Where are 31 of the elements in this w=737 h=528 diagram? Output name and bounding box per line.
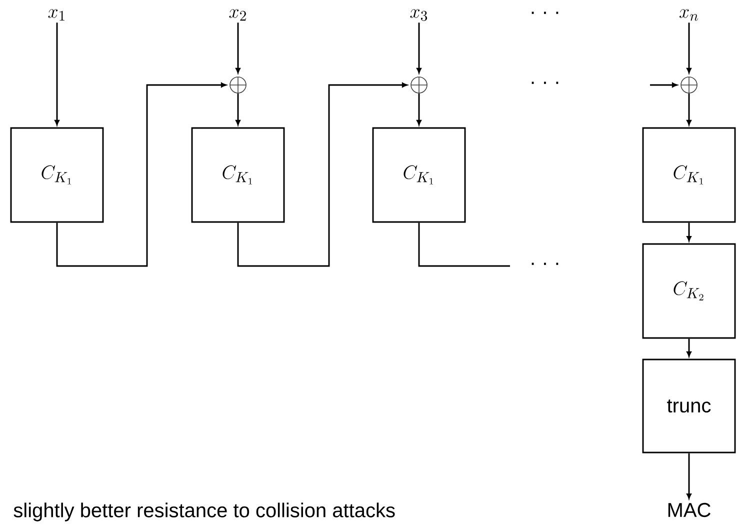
process-box: trunc: [642, 358, 736, 454]
output-label: MAC: [668, 502, 710, 518]
arrow: [686, 453, 692, 499]
cipher-box: $C_{K_1}$: [10, 127, 104, 223]
arrow: [236, 22, 240, 74]
arrow: [686, 22, 692, 74]
ellipsis: · · ·: [532, 12, 558, 14]
input-label: $x_1$: [48, 9, 64, 21]
arrow: [236, 93, 240, 126]
input-label: $x_2$: [229, 9, 246, 21]
cipher-box: $C_{K_1}$: [372, 127, 466, 223]
arrow: [416, 93, 422, 126]
caption: slightly better resistance to collision attacks: [14, 502, 395, 522]
xor-symbol: [680, 76, 698, 94]
arrow: [650, 82, 678, 88]
arrow: [54, 22, 60, 126]
arrow: [686, 222, 692, 242]
xor-symbol: [230, 76, 246, 94]
cipher-box: $C_{K_1}$: [642, 127, 736, 223]
arrow: [686, 338, 692, 357]
xor-symbol: [410, 76, 428, 94]
ellipsis: · · ·: [532, 82, 558, 84]
arrow: [686, 93, 692, 126]
arrow: [237, 82, 408, 267]
input-label: $x_3$: [410, 9, 428, 21]
arrow: [56, 82, 226, 267]
input-label: $x_n$: [680, 9, 698, 21]
ellipsis: · · ·: [532, 262, 558, 265]
arrow: [416, 22, 422, 74]
cipher-box: $C_{K_2}$: [642, 243, 736, 339]
cipher-box: $C_{K_1}$: [191, 127, 285, 223]
